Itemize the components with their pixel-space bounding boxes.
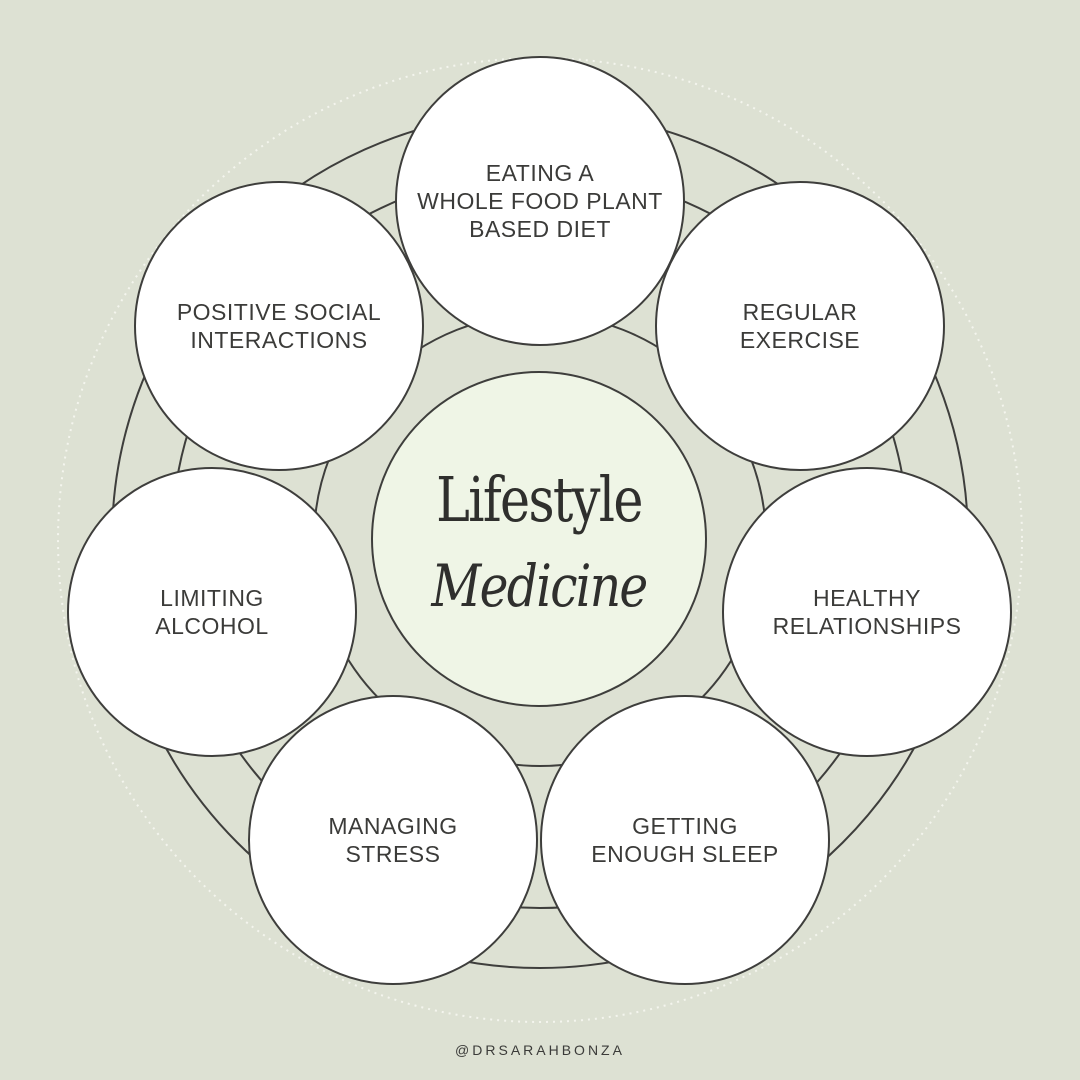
pillar-label: POSITIVE SOCIAL INTERACTIONS xyxy=(176,299,382,353)
center-title-medicine: Medicine xyxy=(431,552,648,620)
author-handle: @DRSARAHBONZA xyxy=(455,1042,625,1058)
pillar-label: GETTING ENOUGH SLEEP xyxy=(591,813,779,867)
pillar-limiting-alcohol: LIMITING ALCOHOL xyxy=(67,467,357,757)
outer-dotted-ring xyxy=(57,57,1023,1023)
pillar-label: REGULAR EXERCISE xyxy=(739,299,861,353)
pillar-managing-stress: MANAGING STRESS xyxy=(248,695,538,985)
center-hub: Lifestyle Medicine xyxy=(371,371,707,707)
pillar-healthy-relationships: HEALTHY RELATIONSHIPS xyxy=(722,467,1012,757)
pillar-positive-social-interactions: POSITIVE SOCIAL INTERACTIONS xyxy=(134,181,424,471)
center-title-lifestyle: Lifestyle xyxy=(436,463,643,536)
pillar-label: LIMITING ALCOHOL xyxy=(155,585,269,639)
pillar-label: HEALTHY RELATIONSHIPS xyxy=(772,585,962,639)
pillar-regular-exercise: REGULAR EXERCISE xyxy=(655,181,945,471)
pillar-label: EATING A WHOLE FOOD PLANT BASED DIET xyxy=(417,160,663,242)
pillar-getting-enough-sleep: GETTING ENOUGH SLEEP xyxy=(540,695,830,985)
pillar-label: MANAGING STRESS xyxy=(328,813,458,867)
pillar-eating-whole-food-plant-based: EATING A WHOLE FOOD PLANT BASED DIET xyxy=(395,56,685,346)
